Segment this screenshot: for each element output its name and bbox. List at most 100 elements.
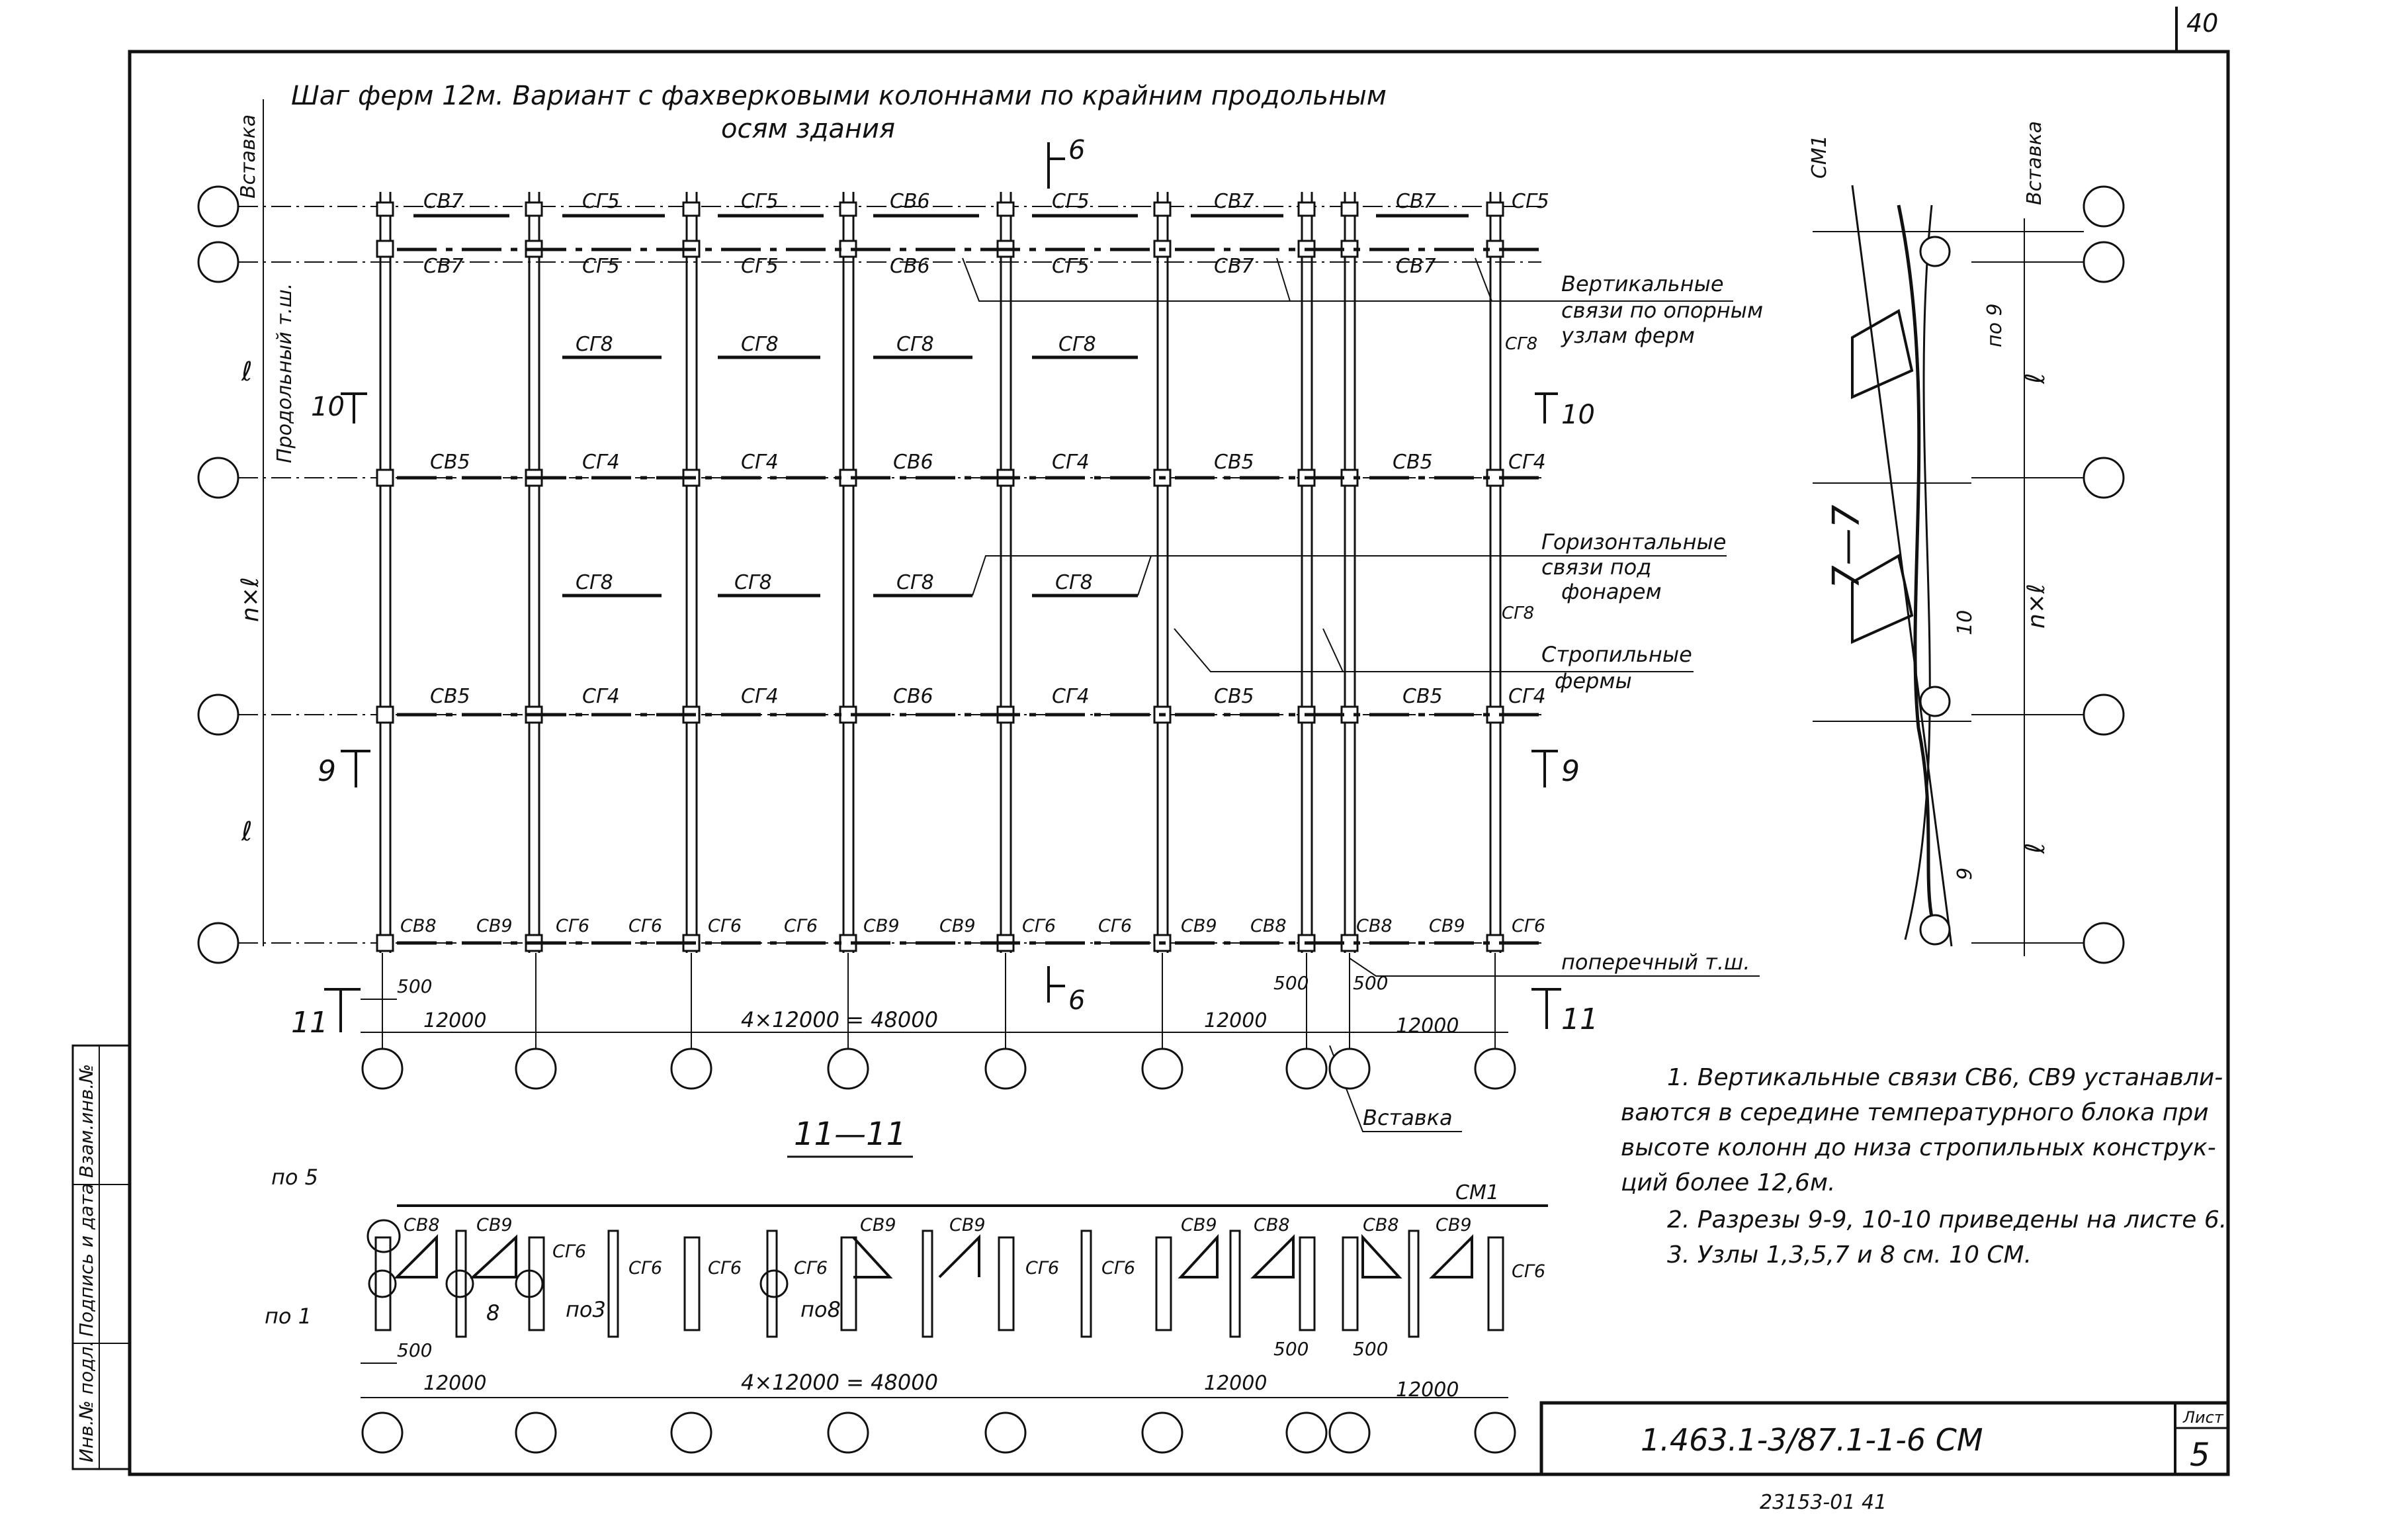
brace-label: СГ4 (582, 451, 620, 474)
plan-title-line1: Шаг ферм 12м. Вариант с фахверковыми кол… (291, 81, 1387, 111)
node-label: по 9 (1983, 303, 2006, 347)
dim-12000: 12000 (1396, 1378, 1459, 1402)
brace-label: СГ8 (896, 333, 934, 356)
callout-horizontal-1: Горизонтальные (1541, 529, 1726, 555)
brace-label: СГ4 (1052, 685, 1090, 708)
section-6-bottom: 6 (1068, 985, 1085, 1016)
brace-label: СВ7 (1214, 190, 1254, 213)
brace-label: СГ6 (794, 1258, 828, 1278)
node-label: 10 (1954, 610, 1977, 635)
note-line: ваются в середине температурного блока п… (1621, 1099, 2209, 1126)
brace-label: СВ8 (1356, 916, 1393, 936)
stamp-inv: Инв.№ подл. (75, 1341, 97, 1462)
dim-48000: 4×12000 = 48000 (741, 1007, 938, 1032)
brace-label: СГ6 (628, 916, 662, 936)
brace-label: СВ9 (863, 916, 900, 936)
brace-label: СВ8 (404, 1215, 440, 1235)
brace-label: СГ4 (1052, 451, 1090, 474)
dim-500: 500 (397, 975, 432, 997)
node-label: по3 (566, 1297, 606, 1322)
section-10-right: 10 (1561, 400, 1595, 430)
brace-lines (397, 214, 1541, 945)
side-label-cg8: СГ8 (1505, 334, 1537, 354)
brace-label: СГ8 (741, 333, 779, 356)
section-markers: 6 6 10 10 9 9 11 11 (291, 135, 1598, 1040)
section-11-left: 11 (291, 1006, 328, 1040)
dim-l: ℓ (241, 357, 253, 387)
archive-number: 23153-01 41 (1760, 1491, 1887, 1514)
brace-label: СВ7 (1396, 255, 1436, 278)
brace-labels-row-d: СВ5 СГ4 СГ4 СВ6 СГ4 СВ5 СВ5 СГ4 (430, 685, 1546, 708)
left-stamp: Инв.№ подл. Подпись и дата Взам.инв.№ (71, 1044, 131, 1470)
brace-labels-row-c: СВ5 СГ4 СГ4 СВ6 СГ4 СВ5 СВ5 СГ4 (430, 451, 1546, 474)
notes: 1. Вертикальные связи СВ6, СВ9 устанавли… (1621, 1064, 2227, 1269)
section-7-7-title: 7—7 (1825, 504, 1868, 589)
brace-label: СГ6 (628, 1258, 662, 1278)
sheet-label: Лист (2182, 1408, 2224, 1427)
dim-12000: 12000 (423, 1009, 486, 1032)
dim-500: 500 (1353, 1338, 1388, 1360)
brace-label: СВ9 (1181, 1215, 1217, 1235)
brace-label: СГ6 (1098, 916, 1132, 936)
brace-label: СГ6 (1101, 1258, 1135, 1278)
brace-label: СГ8 (734, 571, 772, 594)
brace-label: СГ8 (896, 571, 934, 594)
dim-12000: 12000 (1204, 1372, 1267, 1395)
rafter-trusses (379, 192, 1502, 953)
section-6-top: 6 (1068, 135, 1085, 165)
brace-label: СВ6 (893, 685, 933, 708)
dim-500: 500 (1273, 972, 1309, 994)
brace-label: СВ6 (890, 255, 930, 278)
brace-label: СГ4 (1508, 451, 1546, 474)
callout-rafter-2: фермы (1555, 668, 1632, 693)
brace-label: СГ6 (552, 1241, 586, 1262)
stamp-replace: Взам.инв.№ (75, 1064, 97, 1178)
note-line: 1. Вертикальные связи СВ6, СВ9 устанавли… (1667, 1064, 2223, 1091)
note-line: 2. Разрезы 9-9, 10-10 приведены на листе… (1667, 1206, 2227, 1233)
long-joint-label: Продольный т.ш. (273, 283, 296, 463)
brace-label: СВ9 (1181, 916, 1217, 936)
note-line: 3. Узлы 1,3,5,7 и 8 см. 10 СМ. (1667, 1241, 2032, 1269)
dim-l: ℓ (241, 817, 253, 847)
dim-l: ℓ (2020, 842, 2051, 854)
brace-label: СВ9 (949, 1215, 986, 1235)
brace-label: СГ5 (582, 255, 620, 278)
sheet-frame (128, 50, 2230, 1476)
plan-callouts: Вертикальные связи по опорным узлам ферм… (962, 257, 1763, 1132)
brace-label: СГ4 (582, 685, 620, 708)
sheet-number: 5 (2190, 1437, 2210, 1474)
brace-label: СВ8 (1250, 916, 1287, 936)
section-9-right: 9 (1561, 754, 1580, 788)
brace-label: СВ9 (1429, 916, 1465, 936)
brace-label: СГ6 (1025, 1258, 1059, 1278)
brace-label: СГ4 (1508, 685, 1546, 708)
dim-500: 500 (1353, 972, 1388, 994)
brace-label: СВ5 (1402, 685, 1443, 708)
brace-label: СВ9 (939, 916, 976, 936)
callout-vertical-2: связи по опорным (1561, 298, 1763, 323)
insert-label-77: Вставка (2023, 121, 2046, 205)
brace-label: СВ8 (1254, 1215, 1290, 1235)
brace-label: СВ9 (476, 1215, 513, 1235)
doc-code: 1.463.1-3/87.1-1-6 СМ (1641, 1422, 1983, 1458)
brace-label: СВ5 (430, 451, 470, 474)
section-11-right: 11 (1561, 1003, 1598, 1036)
stamp-signature: Подпись и дата (75, 1183, 97, 1337)
node-label: 9 (1954, 868, 1977, 880)
note-line: ций более 12,6м. (1621, 1169, 1835, 1196)
brace-label: СГ5 (741, 255, 779, 278)
node-label: по8 (800, 1297, 841, 1322)
dim-l: ℓ (2020, 373, 2051, 384)
brace-label: СГ4 (741, 685, 779, 708)
brace-label: СВ7 (423, 255, 464, 278)
sm1-label: СМ1 (1808, 135, 1831, 179)
brace-label: СГ8 (1058, 333, 1096, 356)
brace-label: СВ5 (430, 685, 470, 708)
plan-left-labels: Вставка Продольный т.ш. ℓ n×ℓ ℓ (237, 99, 296, 946)
brace-label: СГ8 (1055, 571, 1093, 594)
brace-label: СГ6 (708, 916, 742, 936)
brace-labels-row-e: СВ8 СВ9 СГ6 СГ6 СГ6 СГ6 СВ9 СВ9 СГ6 СГ6 … (400, 916, 1545, 936)
section-10-left: 10 (311, 392, 345, 422)
brace-label: СГ5 (1512, 190, 1549, 213)
